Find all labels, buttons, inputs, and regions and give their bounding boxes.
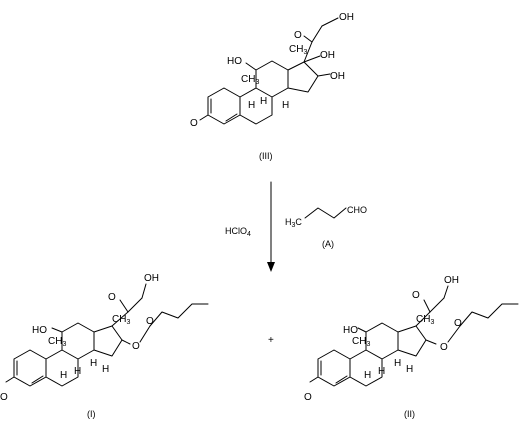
atom-c14-h: H (282, 100, 289, 111)
reagent-butanal-a: H3C CHO (A) (285, 205, 367, 249)
atom-c17-oh: OH (320, 50, 335, 61)
ring-a-bonds (207, 87, 241, 125)
atom-ring-o2: O (440, 342, 448, 353)
atom-ring-o1: O (146, 316, 154, 327)
product-i: O HO CH3 CH3 O OH O O H H H H (I) (0, 273, 209, 419)
label-ii: (II) (404, 409, 415, 419)
atom-c20-o: O (412, 290, 420, 301)
atom-c13-ch3: CH3 (416, 314, 434, 326)
atom-c8-h: H (394, 358, 401, 369)
atom-c16-oh: OH (330, 71, 345, 82)
atom-c20-o: O (108, 292, 116, 303)
atom-c9-h: H (378, 366, 385, 377)
atom-ring-o1: O (454, 318, 462, 329)
product-ii: O HO CH3 CH3 O OH O O H H H H (II) (304, 275, 519, 419)
atom-c10-ch3: CH3 (241, 74, 259, 86)
atom-c21-oh: OH (339, 12, 354, 23)
atom-ketone-o: O (190, 118, 198, 129)
ring-c-bonds (255, 60, 289, 98)
ring-d-bonds (287, 61, 319, 93)
atom-c11-ho: HO (343, 325, 358, 336)
atom-c20-o: O (294, 30, 302, 41)
atom-c8-h: H (260, 96, 267, 107)
label-iii: (III) (259, 151, 273, 161)
atom-c11-ho: HO (32, 325, 47, 336)
atom-c8-h: H (90, 358, 97, 369)
atom-c13-ch3: CH3 (289, 44, 307, 56)
svg-text:H3C: H3C (285, 217, 302, 229)
atom-c14-h: H (406, 364, 413, 375)
atom-c5-h: H (60, 370, 67, 381)
starting-material-iii: O HO CH3 CH3 O OH OH OH H H H (III) (190, 12, 354, 161)
atom-c5-h: H (364, 370, 371, 381)
atom-ketone-o: O (0, 392, 8, 403)
atom-c9-h: H (248, 100, 255, 111)
plus-sign: + (268, 335, 274, 346)
atom-c10-ch3: CH3 (48, 336, 66, 348)
atom-c21-oh: OH (444, 275, 459, 286)
atom-c14-h: H (102, 364, 109, 375)
ring-b-bonds (239, 87, 273, 125)
atom-c10-ch3: CH3 (352, 336, 370, 348)
label-i: (I) (87, 409, 96, 419)
svg-text:CHO: CHO (347, 205, 367, 215)
label-a: (A) (322, 239, 334, 249)
reagent-hclo4: HClO4 (225, 226, 251, 238)
reaction-arrow (267, 181, 275, 272)
atom-ketone-o: O (304, 392, 312, 403)
atom-c11-ho: HO (227, 56, 242, 67)
atom-c21-oh: OH (144, 273, 159, 284)
atom-c9-h: H (74, 366, 81, 377)
atom-ring-o2: O (132, 341, 140, 352)
